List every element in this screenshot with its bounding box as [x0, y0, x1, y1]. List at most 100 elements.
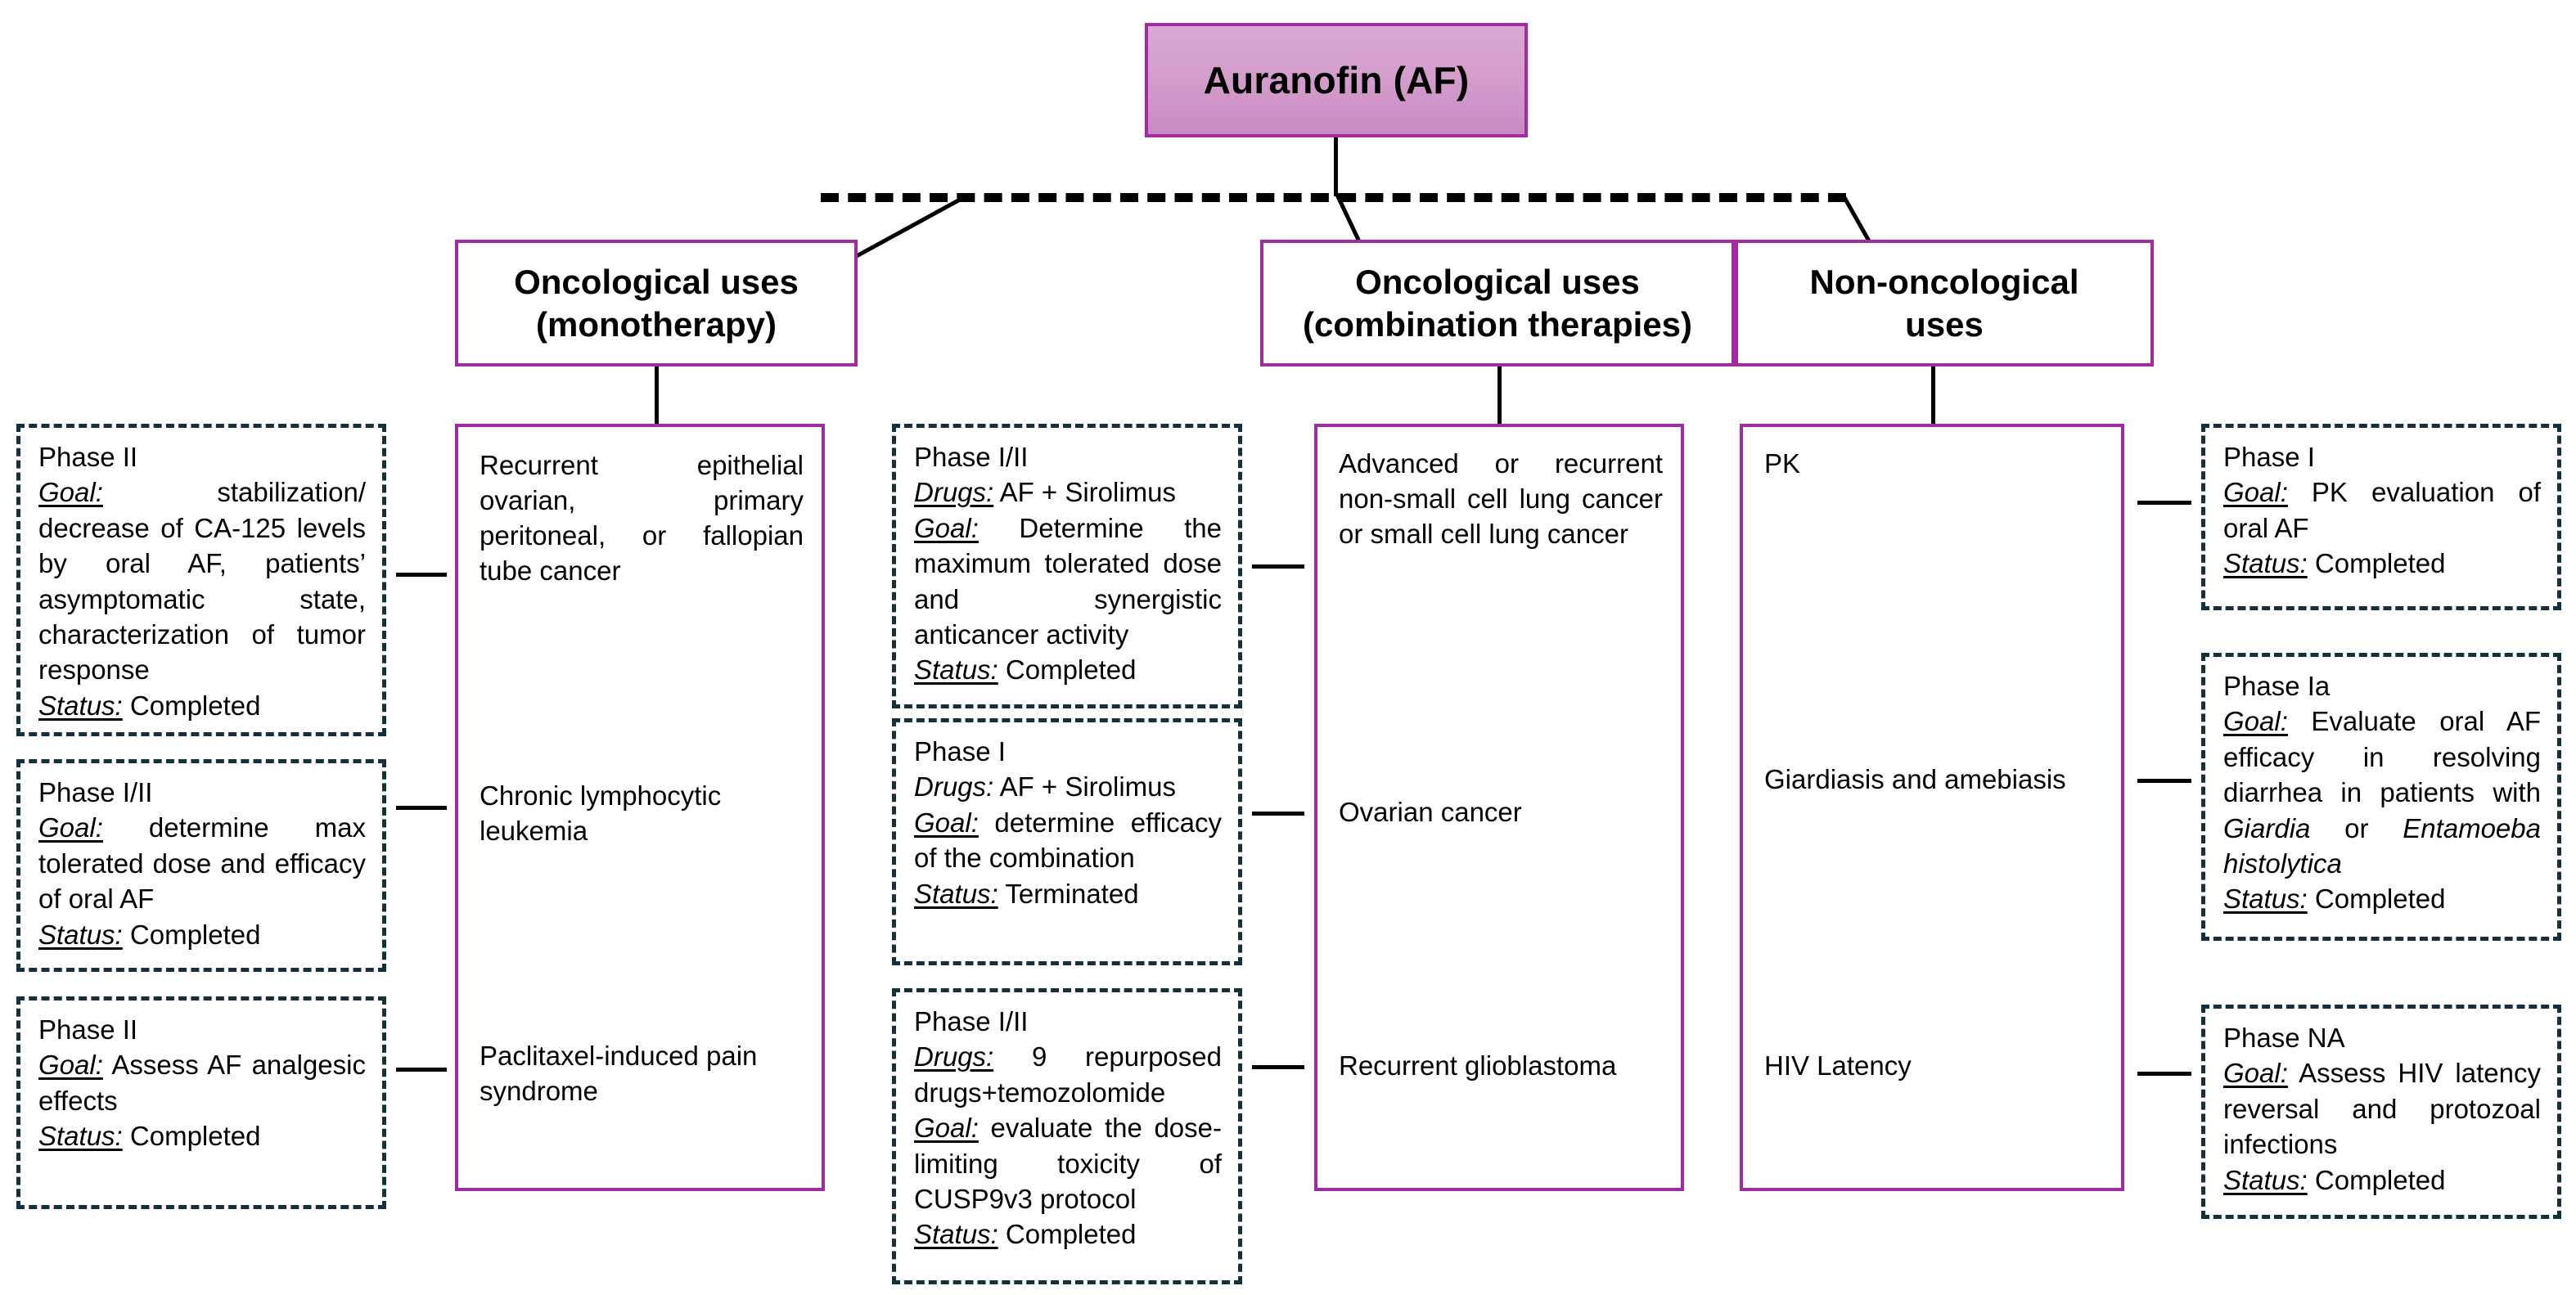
goal-text: Determine the maximum tolerated dose and… — [914, 512, 1222, 650]
goal-label: Goal: — [38, 1050, 103, 1081]
goal-text: PK evaluation of oral AF — [2223, 477, 2541, 543]
trial-drugs: Drugs: 9 repurposed drugs+temozolomide — [914, 1039, 1222, 1110]
trial-card-monotherapy-2[interactable]: Phase I/II Goal: determine max tolerated… — [16, 759, 386, 972]
status-text: Completed — [129, 1121, 261, 1152]
status-label: Status: — [2223, 884, 2308, 915]
status-text: Completed — [2314, 1164, 2446, 1195]
trial-phase: Phase NA — [2223, 1023, 2345, 1053]
status-label: Status: — [914, 1219, 998, 1250]
trial-goal: Goal: determine max tolerated dose and e… — [38, 810, 366, 916]
trial-card-combination-3[interactable]: Phase I/II Drugs: 9 repurposed drugs+tem… — [892, 988, 1242, 1284]
connector-tie-right-3 — [2137, 1072, 2191, 1076]
goal-label: Goal: — [38, 477, 103, 508]
trial-goal: Goal: determine efficacy of the combinat… — [914, 805, 1222, 876]
goal-text-part2: or — [2310, 812, 2403, 843]
trial-goal: Goal: stabilization/ decrease of CA-125 … — [38, 474, 366, 687]
goal-text-part1: Evaluate oral AF efficacy in resolving d… — [2223, 706, 2542, 808]
trial-card-monotherapy-3[interactable]: Phase II Goal: Assess AF analgesic effec… — [16, 996, 386, 1209]
column-monotherapy-indications: Recurrent epithelial ovarian, primary pe… — [455, 424, 825, 1191]
connector-stem-combination — [1497, 366, 1502, 424]
status-text: Completed — [129, 690, 261, 721]
goal-organism-1: Giardia — [2223, 812, 2311, 843]
status-text: Completed — [2314, 548, 2446, 579]
trial-drugs: Drugs: AF + Sirolimus — [914, 474, 1222, 510]
drugs-label: Drugs: — [914, 771, 994, 803]
root-title: Auranofin (AF) — [1203, 59, 1470, 101]
column-non-oncological-indications: PK Giardiasis and amebiasis HIV Latency — [1740, 424, 2124, 1191]
trial-phase: Phase I — [2223, 442, 2315, 472]
connector-tie-combo-1 — [1252, 564, 1304, 569]
category-title-line2: (combination therapies) — [1302, 304, 1693, 344]
category-header-monotherapy[interactable]: Oncological uses (monotherapy) — [455, 240, 858, 366]
drugs-label: Drugs: — [914, 1041, 994, 1072]
goal-label: Goal: — [2223, 706, 2288, 737]
trial-phase: Phase I/II — [38, 777, 153, 807]
drugs-text: 9 repurposed drugs+temozolomide — [914, 1041, 1222, 1108]
trial-goal: Goal: Evaluate oral AF efficacy in resol… — [2223, 704, 2541, 881]
connector-tie-right-2 — [2137, 779, 2191, 783]
category-title-line2: uses — [1905, 304, 1984, 344]
trial-card-monotherapy-1[interactable]: Phase II Goal: stabilization/ decrease o… — [16, 424, 386, 736]
indication-item: Recurrent epithelial ovarian, primary pe… — [480, 450, 804, 586]
drugs-text: AF + Sirolimus — [999, 477, 1177, 508]
category-header-combination[interactable]: Oncological uses (combination therapies) — [1260, 240, 1735, 366]
trial-status: Status: Completed — [38, 1118, 366, 1153]
goal-text: evaluate the dose-limiting toxicity of C… — [914, 1113, 1223, 1214]
connector-tie-right-1 — [2137, 501, 2191, 505]
category-title-line1: Non-oncological — [1809, 263, 2079, 302]
connector-tie-mono-2 — [396, 806, 447, 810]
indication-item: HIV Latency — [1764, 1050, 1912, 1081]
status-text: Completed — [1005, 1219, 1137, 1250]
connector-stem-non-oncological — [1931, 366, 1935, 424]
trial-status: Status: Completed — [2223, 881, 2541, 916]
connector-tie-combo-3 — [1252, 1065, 1304, 1069]
indication-item: Chronic lymphocytic leukemia — [480, 780, 722, 846]
category-title-line1: Oncological uses — [1355, 263, 1640, 302]
status-text: Terminated — [1005, 878, 1139, 909]
trial-phase: Phase I — [914, 736, 1006, 767]
status-text: Completed — [2314, 884, 2446, 915]
trial-goal: Goal: PK evaluation of oral AF — [2223, 474, 2541, 546]
connector-root-stem — [1334, 137, 1338, 196]
status-label: Status: — [38, 919, 123, 950]
goal-label: Goal: — [2223, 477, 2288, 508]
trial-card-non-oncological-3[interactable]: Phase NA Goal: Assess HIV latency revers… — [2201, 1005, 2561, 1219]
goal-label: Goal: — [914, 1113, 979, 1144]
status-label: Status: — [38, 690, 123, 721]
status-label: Status: — [2223, 1164, 2308, 1195]
trial-status: Status: Completed — [38, 688, 366, 723]
status-text: Completed — [129, 919, 261, 950]
indication-item: Giardiasis and amebiasis — [1764, 764, 2066, 794]
indication-item: Paclitaxel-induced pain syndrome — [480, 1041, 758, 1106]
trial-status: Status: Terminated — [914, 876, 1222, 911]
trial-status: Status: Completed — [2223, 1162, 2541, 1198]
indication-item: PK — [1764, 448, 1801, 479]
drugs-label: Drugs: — [914, 477, 994, 508]
indication-item: Recurrent glioblastoma — [1339, 1050, 1617, 1081]
goal-label: Goal: — [914, 807, 979, 838]
connector-tie-mono-1 — [396, 573, 447, 577]
connector-dashed-spine — [821, 193, 1846, 202]
indication-item: Ovarian cancer — [1339, 797, 1522, 827]
category-header-non-oncological[interactable]: Non-oncological uses — [1735, 240, 2154, 366]
connector-tie-combo-2 — [1252, 812, 1304, 816]
trial-card-combination-2[interactable]: Phase I Drugs: AF + Sirolimus Goal: dete… — [892, 718, 1242, 965]
trial-status: Status: Completed — [38, 917, 366, 952]
goal-text: Assess AF analgesic effects — [38, 1050, 366, 1116]
trial-drugs: Drugs: AF + Sirolimus — [914, 769, 1222, 804]
column-combination-indications: Advanced or recurrent non-small cell lun… — [1314, 424, 1684, 1191]
status-label: Status: — [914, 878, 998, 909]
goal-label: Goal: — [2223, 1058, 2288, 1089]
trial-phase: Phase I/II — [914, 442, 1029, 472]
trial-phase: Phase II — [38, 442, 138, 472]
trial-status: Status: Completed — [914, 1216, 1222, 1252]
goal-label: Goal: — [914, 512, 979, 543]
root-node-auranofin[interactable]: Auranofin (AF) — [1145, 23, 1528, 137]
goal-text: stabilization/ decrease of CA-125 levels… — [38, 477, 366, 686]
trial-card-non-oncological-1[interactable]: Phase I Goal: PK evaluation of oral AF S… — [2201, 424, 2561, 610]
trial-card-non-oncological-2[interactable]: Phase Ia Goal: Evaluate oral AF efficacy… — [2201, 653, 2561, 941]
trial-card-combination-1[interactable]: Phase I/II Drugs: AF + Sirolimus Goal: D… — [892, 424, 1242, 708]
goal-organism-2: Entamoeba histolytica — [2223, 812, 2541, 879]
category-title-line1: Oncological uses — [514, 263, 799, 302]
trial-goal: Goal: Assess AF analgesic effects — [38, 1047, 366, 1118]
